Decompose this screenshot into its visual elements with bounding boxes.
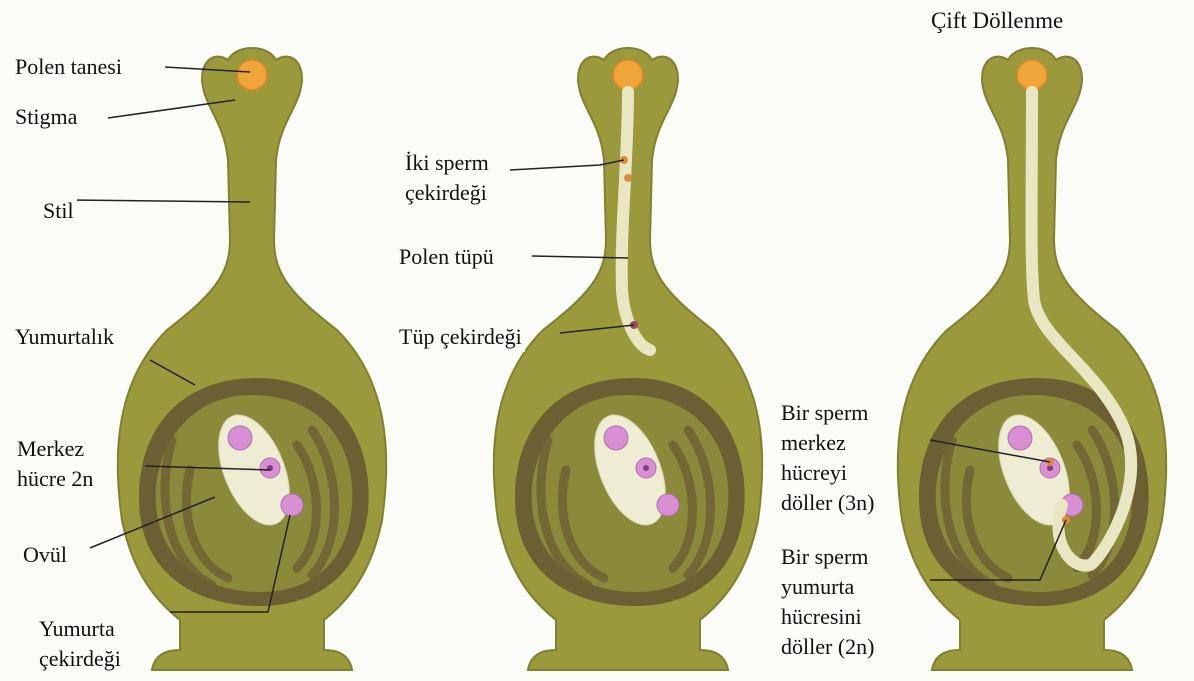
antipodal-nucleus	[604, 426, 628, 450]
label-stigma: Stigma	[12, 102, 80, 132]
label-stil: Stil	[40, 196, 77, 226]
antipodal-nucleus	[228, 426, 252, 450]
label-polen-tupu: Polen tüpü	[396, 242, 497, 272]
label-polen-tanesi: Polen tanesi	[12, 52, 125, 82]
sperm-nucleus-2	[624, 174, 632, 182]
diagram-title: Çift Döllenme	[928, 6, 1066, 36]
label-yumurta-cekirdegi: Yumurta çekirdeği	[36, 614, 124, 674]
label-tup-cekirdegi: Tüp çekirdeği	[396, 322, 525, 352]
leader-line-3	[70, 200, 250, 202]
label-iki-sperm: İki sperm çekirdeği	[402, 148, 492, 208]
pollen-grain	[1017, 60, 1047, 90]
egg-nucleus	[281, 494, 303, 516]
central-cell-dot	[643, 465, 649, 471]
antipodal-nucleus	[1008, 426, 1032, 450]
pistil-before-body	[118, 48, 386, 670]
label-yumurtalik: Yumurtalık	[12, 322, 117, 352]
label-merkez-hucre: Merkez hücre 2n	[14, 434, 96, 494]
egg-nucleus	[657, 494, 679, 516]
pistil-before	[118, 48, 386, 670]
pollen-grain	[237, 60, 267, 90]
label-bir-sperm-yumurta: Bir sperm yumurta hücresini döller (2n)	[778, 542, 877, 662]
label-ovul: Ovül	[20, 540, 70, 570]
pollen-grain	[613, 60, 643, 90]
label-bir-sperm-merkez: Bir sperm merkez hücreyi döller (3n)	[778, 398, 877, 518]
